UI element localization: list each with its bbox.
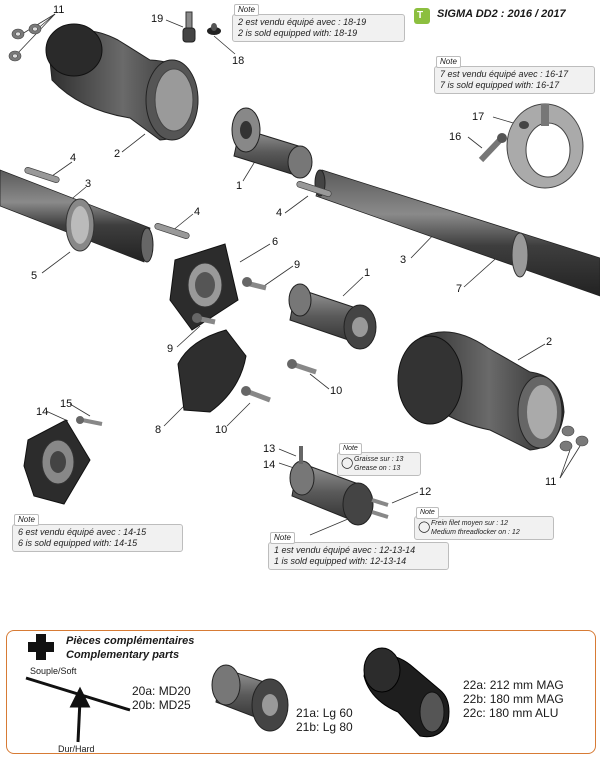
screw-16 bbox=[478, 133, 507, 163]
note-text-fr: Graisse sur : 13 bbox=[354, 456, 404, 463]
note-text-en: 1 is sold equipped with: 12-13-14 bbox=[274, 556, 407, 566]
variant-20b: 20b: MD25 bbox=[132, 698, 191, 712]
bolts-9 bbox=[192, 277, 267, 325]
note-text-fr: 1 est vendu équipé avec : 12-13-14 bbox=[274, 545, 416, 555]
note-text-fr: 6 est vendu équipé avec : 14-15 bbox=[18, 527, 147, 537]
wheel-drum-2-right bbox=[397, 331, 565, 451]
note-text-en: 7 is sold equipped with: 16-17 bbox=[440, 80, 560, 90]
hub-1-middle bbox=[288, 283, 377, 350]
variant-20a: 20a: MD20 bbox=[132, 684, 191, 698]
hardness-arrow-icon bbox=[25, 676, 131, 743]
callout-11: 11 bbox=[545, 476, 557, 488]
callout-11: 11 bbox=[53, 4, 65, 16]
title-en: Complementary parts bbox=[66, 649, 180, 661]
note-text-fr: 2 est vendu équipé avec : 18-19 bbox=[238, 17, 367, 27]
callout-14: 14 bbox=[36, 406, 49, 418]
note-14-15: 6 est vendu équipé avec : 14-15 6 is sol… bbox=[12, 524, 183, 552]
note-text-fr: Frein filet moyen sur : 12 bbox=[431, 520, 509, 527]
note-text-en: 6 is sold equipped with: 14-15 bbox=[18, 538, 138, 548]
callout-12: 12 bbox=[419, 486, 432, 498]
variant-22b: 22b: 180 mm MAG bbox=[463, 692, 564, 706]
callout-3: 3 bbox=[400, 254, 407, 266]
note-title: Note bbox=[14, 514, 39, 526]
axle-3-left bbox=[0, 169, 154, 263]
bracket-8 bbox=[177, 329, 247, 413]
note-text-en: Medium threadlocker on : 12 bbox=[431, 529, 520, 536]
bolts-10 bbox=[241, 359, 317, 403]
plus-icon bbox=[28, 634, 54, 660]
callout-9: 9 bbox=[167, 343, 174, 355]
callout-3: 3 bbox=[85, 178, 92, 190]
note-threadlocker: Frein filet moyen sur : 12 Medium thread… bbox=[414, 516, 554, 540]
nut-11-right bbox=[559, 425, 589, 452]
note-text-fr: 7 est vendu équipé avec : 16-17 bbox=[440, 69, 569, 79]
bearing-carrier-6 bbox=[169, 243, 239, 331]
title-fr: Pièces complémentaires bbox=[66, 635, 195, 647]
variant-22c: 22c: 180 mm ALU bbox=[463, 706, 559, 720]
complementary-parts-panel bbox=[6, 630, 596, 754]
callout-2: 2 bbox=[546, 336, 553, 348]
variant-22a: 22a: 212 mm MAG bbox=[463, 678, 564, 692]
hub-1-top bbox=[231, 107, 313, 179]
axle-3-right bbox=[314, 169, 600, 297]
variant-21b: 21b: Lg 80 bbox=[296, 720, 353, 734]
callout-1: 1 bbox=[364, 267, 371, 279]
wheel-drum-2-top bbox=[45, 23, 199, 141]
callout-15: 15 bbox=[60, 398, 73, 410]
callout-19: 19 bbox=[151, 13, 164, 25]
page-title: SIGMA DD2 : 2016 / 2017 bbox=[437, 8, 566, 20]
badge-glyph: T bbox=[417, 10, 424, 21]
callout-4: 4 bbox=[194, 206, 201, 218]
clamp-ring-7-top bbox=[506, 103, 584, 189]
hub-21 bbox=[211, 664, 289, 732]
nut-11-top bbox=[8, 23, 42, 62]
callout-17: 17 bbox=[472, 111, 485, 123]
callout-6: 6 bbox=[272, 236, 279, 248]
valve-19 bbox=[182, 11, 196, 43]
note-title: Note bbox=[416, 507, 439, 519]
callout-10: 10 bbox=[330, 385, 343, 397]
note-title: Note bbox=[339, 443, 362, 455]
hard-label: Dur/Hard bbox=[58, 744, 95, 754]
note-title: Note bbox=[436, 56, 461, 68]
callout-8: 8 bbox=[155, 424, 162, 436]
drop-icon: ◯ bbox=[341, 457, 354, 469]
drop-icon: ◯ bbox=[418, 521, 431, 533]
callout-18: 18 bbox=[232, 55, 245, 67]
note-16-17: 7 est vendu équipé avec : 16-17 7 is sol… bbox=[434, 66, 595, 94]
callout-2: 2 bbox=[114, 148, 121, 160]
callout-4: 4 bbox=[70, 152, 77, 164]
callout-5: 5 bbox=[31, 270, 38, 282]
complementary-title: Pièces complémentaires Complementary par… bbox=[66, 634, 194, 662]
brand-badge bbox=[414, 8, 430, 24]
bearing-carrier-6-assembled bbox=[23, 416, 103, 505]
callout-1: 1 bbox=[236, 180, 243, 192]
wheel-drum-22 bbox=[363, 647, 450, 738]
note-18-19: 2 est vendu équipé avec : 18-19 2 is sol… bbox=[232, 14, 405, 42]
note-12-13-14: 1 est vendu équipé avec : 12-13-14 1 is … bbox=[268, 542, 449, 570]
callout-16: 16 bbox=[449, 131, 462, 143]
callout-4: 4 bbox=[276, 207, 283, 219]
note-title: Note bbox=[234, 4, 259, 16]
note-grease: Graisse sur : 13 Grease on : 13 bbox=[337, 452, 421, 476]
grommet-18 bbox=[207, 23, 221, 35]
leader-lines bbox=[15, 13, 581, 536]
callout-14: 14 bbox=[263, 459, 276, 471]
keys-4 bbox=[24, 167, 332, 239]
hub-1-bottom bbox=[289, 446, 389, 526]
callout-9: 9 bbox=[294, 259, 301, 271]
callout-7: 7 bbox=[456, 283, 463, 295]
callout-13: 13 bbox=[263, 443, 276, 455]
note-text-en: Grease on : 13 bbox=[354, 465, 401, 472]
note-title: Note bbox=[270, 532, 295, 544]
soft-label: Souple/Soft bbox=[30, 666, 77, 676]
note-text-en: 2 is sold equipped with: 18-19 bbox=[238, 28, 358, 38]
variant-21a: 21a: Lg 60 bbox=[296, 706, 353, 720]
callout-10: 10 bbox=[215, 424, 228, 436]
